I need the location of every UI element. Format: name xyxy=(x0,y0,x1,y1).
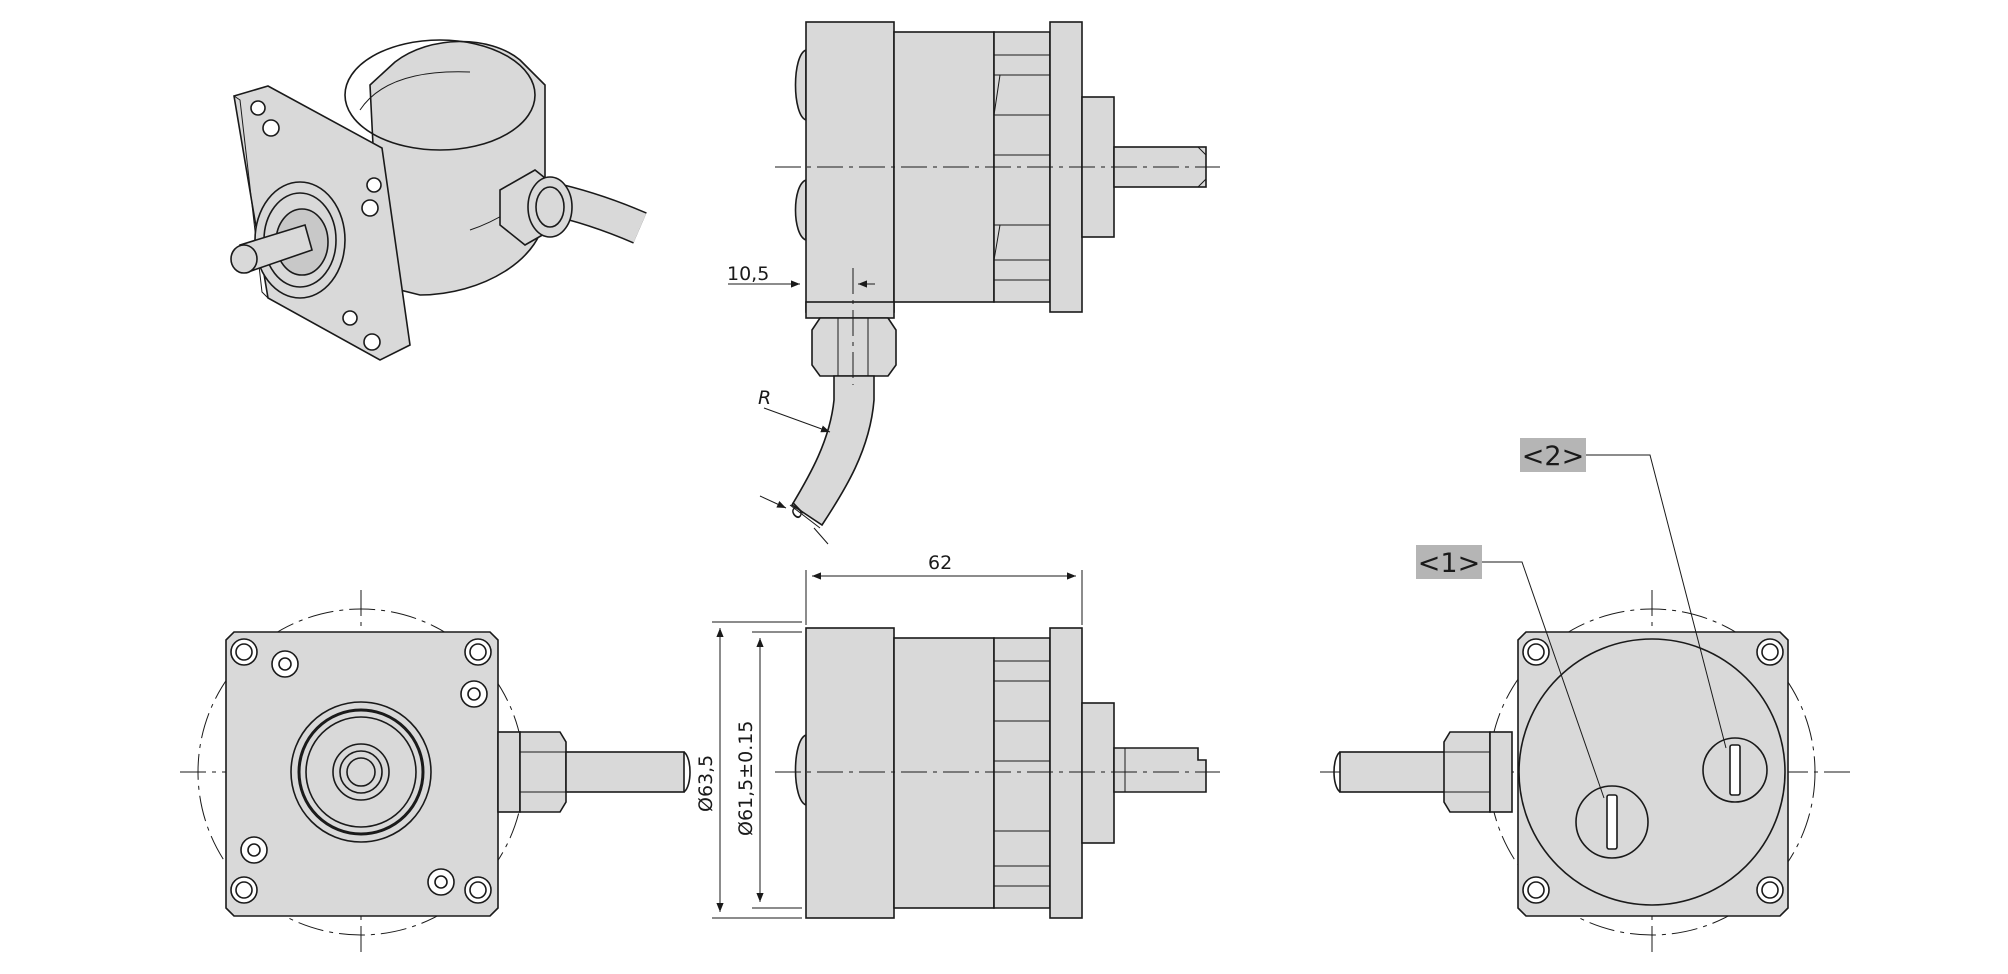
mounting-hole-1 xyxy=(250,100,266,116)
rear-view xyxy=(1320,454,1850,955)
mounting-hole-4 xyxy=(361,199,379,217)
side-view-bottom xyxy=(712,570,1220,919)
callout-1-text: <1> xyxy=(1418,548,1480,579)
cable-gland-iso xyxy=(499,169,573,246)
callout-1-bg xyxy=(1416,545,1482,579)
callout-2: <2> xyxy=(1520,438,1586,472)
mounting-hole-3 xyxy=(366,177,382,193)
callout-1: <1> xyxy=(1416,545,1482,579)
mounting-hole-6 xyxy=(363,333,381,351)
dim-width: 62 xyxy=(928,552,952,574)
dim-offset: 10,5 xyxy=(727,263,769,285)
mounting-hole-2 xyxy=(262,119,280,137)
dim-bend-radius: R xyxy=(758,387,771,409)
callout-2-text: <2> xyxy=(1522,441,1584,472)
dim-outer-diameter: Ø63,5 xyxy=(695,755,717,812)
front-view xyxy=(180,590,691,955)
dim-inner-diameter: Ø61,5±0.15 xyxy=(735,721,757,836)
mounting-hole-5 xyxy=(342,310,358,326)
callout-2-bg xyxy=(1520,438,1586,472)
isometric-view xyxy=(230,39,647,361)
side-view-top xyxy=(728,21,1220,545)
